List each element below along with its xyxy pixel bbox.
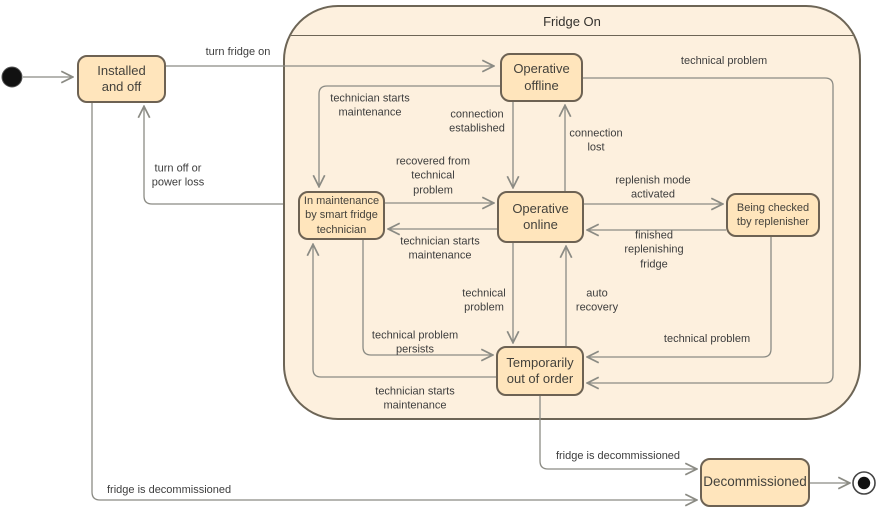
edge-technical-problem-outer[interactable] <box>583 77 834 383</box>
title-divider-line <box>285 35 859 36</box>
state-being-checked[interactable]: Being checked tby replenisher <box>726 193 820 237</box>
state-operative-offline[interactable]: Operative offline <box>500 53 583 102</box>
state-in-maintenance[interactable]: In maintenance by smart fridge technicia… <box>298 191 385 240</box>
state-decommissioned[interactable]: Decommissioned <box>700 458 810 507</box>
edge-installed-decommissioned[interactable] <box>91 103 696 500</box>
edge-temporarily-decommissioned[interactable] <box>539 396 696 469</box>
state-operative-online[interactable]: Operative online <box>497 191 584 243</box>
edge-turn-off-power-loss[interactable] <box>144 107 283 205</box>
edge-offline-to-maintenance[interactable] <box>319 85 500 186</box>
composite-state-title: Fridge On <box>543 14 601 29</box>
edge-problem-persists[interactable] <box>362 240 492 355</box>
state-installed-and-off[interactable]: Installed and off <box>77 55 166 103</box>
state-temporarily-out-of-order[interactable]: Temporarily out of order <box>496 346 584 396</box>
final-state-node[interactable] <box>852 471 876 495</box>
initial-state-node[interactable] <box>1 66 23 88</box>
edge-temporarily-to-maintenance[interactable] <box>313 245 496 378</box>
edge-technical-problem-inner[interactable] <box>588 237 772 357</box>
